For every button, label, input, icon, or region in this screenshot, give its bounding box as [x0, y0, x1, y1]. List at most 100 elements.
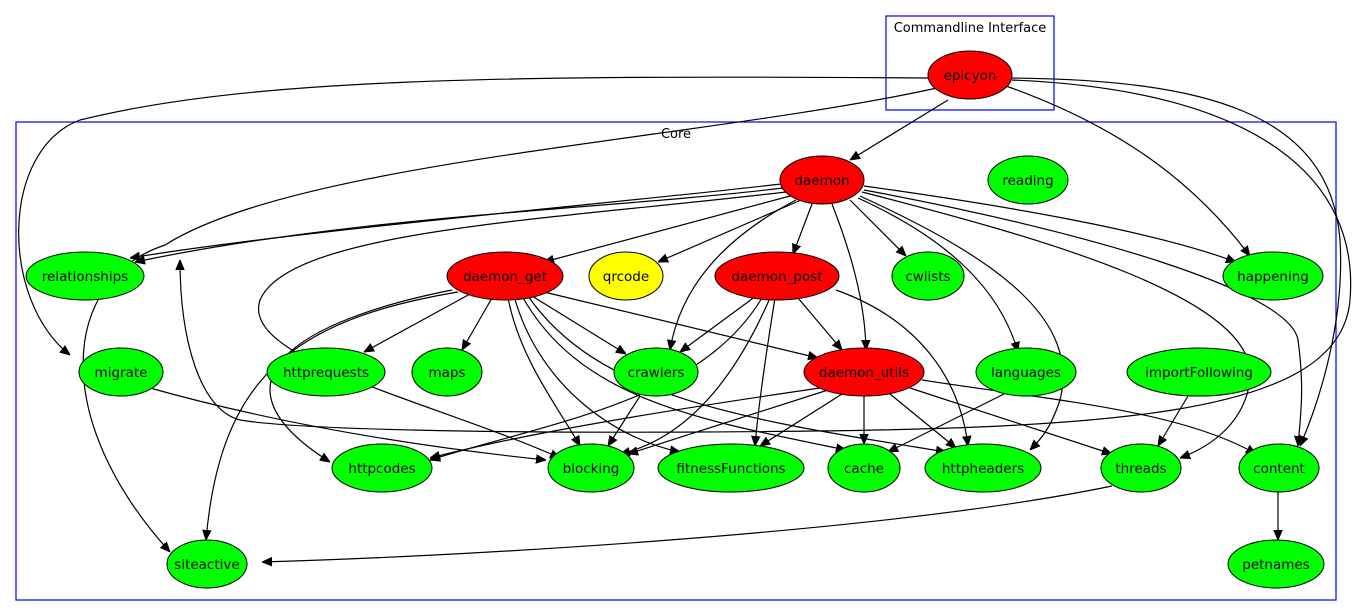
- node-importFollowing[interactable]: importFollowing: [1126, 347, 1272, 397]
- node-cwlists-label: cwlists: [905, 269, 950, 285]
- node-cwlists-shape: [891, 251, 965, 301]
- edge-daemon_utils-content: [921, 379, 1256, 454]
- node-relationships-label: relationships: [42, 269, 128, 285]
- edge-daemon-languages: [857, 197, 1018, 352]
- node-qrcode-label: qrcode: [603, 269, 649, 285]
- edge-daemon_post-fitnessFunctions: [755, 297, 776, 446]
- edge-daemon_get-maps: [462, 297, 493, 350]
- edge-daemon_get-cache: [521, 295, 846, 450]
- node-blocking[interactable]: blocking: [547, 443, 635, 493]
- edge-epicyon-happening: [1005, 85, 1250, 256]
- edge-daemon_utils-threads: [909, 387, 1112, 454]
- edge-daemon_utils-httpheaders: [889, 393, 956, 448]
- node-migrate[interactable]: migrate: [78, 347, 164, 397]
- edge-daemon_get-httprequests: [364, 293, 471, 352]
- node-daemon-shape: [779, 155, 865, 205]
- edge-daemon-relationships-2: [135, 187, 784, 262]
- node-fitnessFunctions-label: fitnessFunctions: [676, 461, 785, 477]
- node-petnames[interactable]: petnames: [1227, 539, 1325, 589]
- edge-daemon-relationships: [130, 183, 782, 258]
- node-epicyon[interactable]: epicyon: [927, 50, 1013, 100]
- edge-daemon_utils-fitnessFunctions: [760, 393, 843, 446]
- edge-epicyon-siteactive: [82, 87, 938, 552]
- edge-daemon_post-httpcodes: [430, 297, 763, 460]
- node-daemon_get[interactable]: daemon_get: [446, 251, 564, 301]
- node-reading-label: reading: [1002, 173, 1053, 189]
- edge-daemon-daemon_utils: [831, 203, 866, 350]
- node-cwlists[interactable]: cwlists: [891, 251, 965, 301]
- node-crawlers[interactable]: crawlers: [613, 347, 699, 397]
- node-httpcodes-label: httpcodes: [348, 461, 415, 477]
- node-reading[interactable]: reading: [987, 155, 1069, 205]
- node-daemon_utils-label: daemon_utils: [819, 365, 909, 381]
- node-blocking-shape: [547, 443, 635, 493]
- node-fitnessFunctions-shape: [657, 443, 805, 493]
- edge-daemon_get-blocking: [507, 297, 580, 446]
- edge-epicyon-httpcodes-background: [180, 79, 1352, 433]
- edges-layer: [18, 76, 1352, 562]
- node-happening[interactable]: happening: [1222, 251, 1324, 301]
- edge-crawlers-blocking: [608, 395, 641, 446]
- edge-daemon-daemon_post: [793, 203, 813, 254]
- edge-daemon-blocking: [257, 191, 787, 459]
- node-crawlers-shape: [613, 347, 699, 397]
- cluster-cli-label: Commandline Interface: [894, 21, 1047, 36]
- node-happening-label: happening: [1237, 269, 1309, 285]
- node-maps[interactable]: maps: [411, 347, 483, 397]
- nodes-layer: epicyon daemon reading relationships dae…: [25, 50, 1325, 589]
- node-httpcodes[interactable]: httpcodes: [331, 443, 433, 493]
- node-blocking-label: blocking: [563, 461, 620, 477]
- node-content-shape: [1238, 443, 1320, 493]
- edge-daemon_post-crawlers: [680, 295, 757, 352]
- edge-threads-siteactive: [262, 485, 1113, 562]
- node-httpcodes-shape: [331, 443, 433, 493]
- node-cache-label: cache: [844, 461, 884, 477]
- node-relationships[interactable]: relationships: [25, 251, 145, 301]
- edge-daemon_utils-httpcodes: [430, 387, 821, 458]
- node-siteactive-shape: [166, 539, 248, 589]
- node-importFollowing-shape: [1126, 347, 1272, 397]
- node-languages[interactable]: languages: [975, 347, 1077, 397]
- node-daemon-label: daemon: [794, 173, 849, 189]
- edge-daemon-cwlists: [849, 199, 906, 256]
- edge-importFollowing-threads: [1158, 395, 1189, 446]
- cluster-cli-border: [885, 15, 1055, 111]
- node-content[interactable]: content: [1238, 443, 1320, 493]
- node-migrate-label: migrate: [95, 365, 148, 381]
- node-qrcode[interactable]: qrcode: [588, 251, 664, 301]
- node-reading-shape: [987, 155, 1069, 205]
- node-relationships-shape: [25, 251, 145, 301]
- node-httpheaders-shape: [924, 443, 1042, 493]
- node-daemon[interactable]: daemon: [779, 155, 865, 205]
- node-importFollowing-label: importFollowing: [1145, 365, 1253, 381]
- node-maps-label: maps: [428, 365, 465, 381]
- edge-daemon_post-daemon_utils: [797, 297, 842, 350]
- edge-daemon-daemon_get: [544, 195, 791, 262]
- node-httpheaders[interactable]: httpheaders: [924, 443, 1042, 493]
- edge-daemon-httpheaders: [859, 195, 1064, 450]
- node-daemon_get-label: daemon_get: [463, 269, 547, 285]
- edge-migrate-blocking: [149, 387, 546, 460]
- node-qrcode-shape: [588, 251, 664, 301]
- node-httprequests[interactable]: httprequests: [266, 347, 386, 397]
- node-threads-label: threads: [1115, 461, 1166, 477]
- node-daemon_utils[interactable]: daemon_utils: [803, 347, 925, 397]
- edge-daemon_get-crawlers: [531, 295, 626, 354]
- cluster-core: Core: [15, 121, 1337, 601]
- node-threads[interactable]: threads: [1100, 443, 1182, 493]
- node-fitnessFunctions[interactable]: fitnessFunctions: [657, 443, 805, 493]
- edge-daemon_post-httpheaders: [835, 289, 968, 446]
- edge-daemon-happening: [863, 185, 1236, 262]
- node-cache[interactable]: cache: [827, 443, 901, 493]
- node-siteactive[interactable]: siteactive: [166, 539, 248, 589]
- node-languages-label: languages: [991, 365, 1061, 381]
- node-daemon_post[interactable]: daemon_post: [714, 251, 840, 301]
- node-happening-shape: [1222, 251, 1324, 301]
- node-epicyon-shape: [927, 50, 1013, 100]
- node-daemon_post-shape: [714, 251, 840, 301]
- cluster-commandline-interface: Commandline Interface: [885, 15, 1055, 111]
- edge-daemon_get-fitnessFunctions: [513, 295, 680, 452]
- node-migrate-shape: [78, 347, 164, 397]
- node-daemon_get-shape: [446, 251, 564, 301]
- node-threads-shape: [1100, 443, 1182, 493]
